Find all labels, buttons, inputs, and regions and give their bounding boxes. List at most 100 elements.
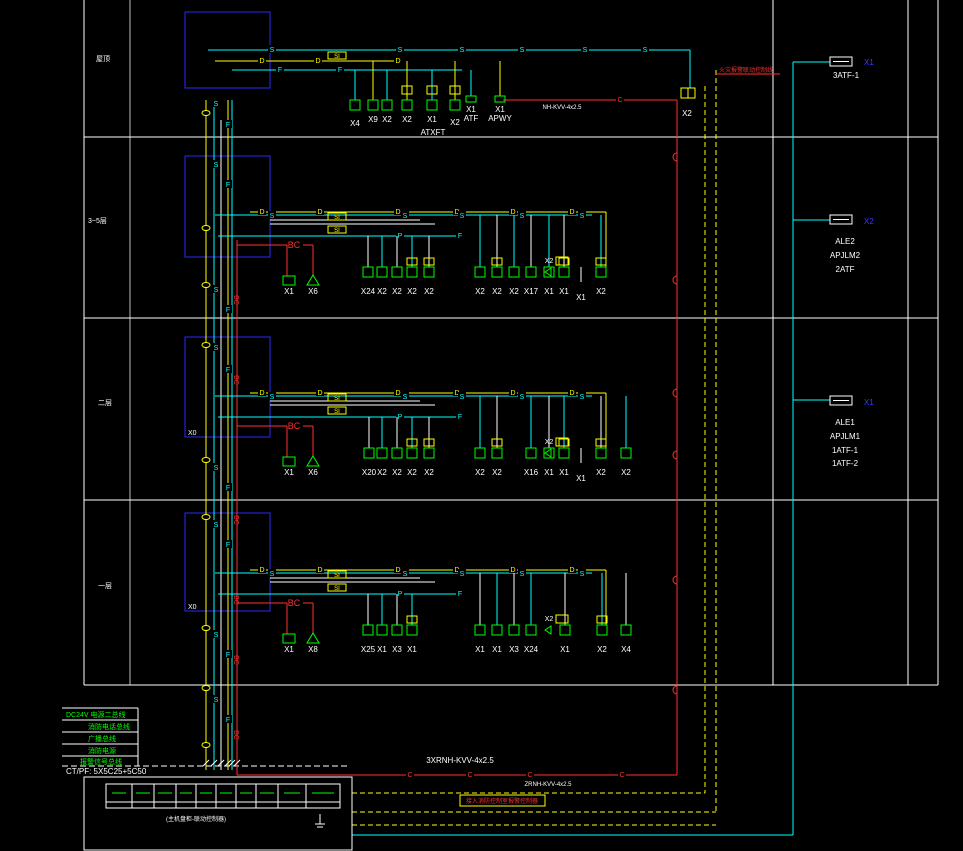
floor3-device-12[interactable] (620, 624, 632, 636)
roof-module-5[interactable] (449, 85, 461, 95)
floor2-module-6[interactable] (423, 438, 435, 447)
roof-device-0[interactable] (349, 99, 361, 111)
floor2-device-10[interactable] (543, 447, 555, 459)
floor2-device-9[interactable] (525, 447, 537, 459)
floor2-module-12[interactable] (595, 438, 607, 447)
floor1-device-label-5: X2 (407, 287, 417, 296)
floor1-module-5[interactable] (406, 257, 418, 266)
roof-device-5[interactable] (449, 99, 461, 111)
floor2-s-mark-3: S (520, 394, 525, 401)
floor3-device-label-5: X1 (407, 645, 417, 654)
floor3-device-4[interactable] (391, 624, 403, 636)
panel-line-1-0: ALE2 (835, 237, 855, 246)
floor3-module-5[interactable] (406, 615, 418, 624)
floor1-device-3[interactable] (376, 266, 388, 278)
riser-f-mark-2: F (226, 307, 230, 314)
floor2-device-5[interactable] (406, 447, 418, 459)
floor3-device-5[interactable] (406, 624, 418, 636)
floor2-s-mark-0: S (270, 394, 275, 401)
floor2-upper-module[interactable] (555, 437, 569, 447)
panel-symbol-ale1[interactable] (829, 395, 853, 406)
floor1-s-mark-1: S (403, 213, 408, 220)
floor3-device-0[interactable] (282, 633, 296, 644)
roof-device-3[interactable] (401, 99, 413, 111)
floor1-device-10[interactable] (525, 266, 537, 278)
floor2-device-7[interactable] (474, 447, 486, 459)
riser-bc-mark-0: BC (232, 295, 239, 305)
floor1-device-9[interactable] (508, 266, 520, 278)
floor3-device-6[interactable] (474, 624, 486, 636)
floor2-device-13[interactable] (620, 447, 632, 459)
floor3-device-10[interactable] (559, 624, 571, 636)
floor3-device-3[interactable] (376, 624, 388, 636)
floor1-device-11[interactable] (543, 266, 555, 278)
floor1-upper-module[interactable] (555, 256, 569, 266)
floor2-device-12[interactable] (595, 447, 607, 459)
roof-device-1[interactable] (367, 99, 379, 111)
floor2-device-6[interactable] (423, 447, 435, 459)
floor2-device-2[interactable] (363, 447, 375, 459)
riser-terminal-2 (201, 282, 211, 288)
floor3-module-11[interactable] (596, 615, 608, 624)
floor2-device-label-4: X2 (392, 468, 402, 477)
floor1-device-12[interactable] (558, 266, 570, 278)
floor2-p-mark: P (398, 414, 403, 421)
floor2-d-mark-2: D (395, 390, 400, 397)
floor1-device-0[interactable] (282, 275, 296, 286)
floor3-device-label-6: X1 (475, 645, 485, 654)
floor3-device-1[interactable] (306, 632, 320, 644)
floor2-module-5[interactable] (406, 438, 418, 447)
floor3-device-11[interactable] (596, 624, 608, 636)
riser-terminal-7 (201, 685, 211, 691)
floor1-module-13[interactable] (595, 257, 607, 266)
floor1-device-2[interactable] (362, 266, 374, 278)
floor3-device-8[interactable] (508, 624, 520, 636)
floor3-device-2[interactable] (362, 624, 374, 636)
floor1-module-6[interactable] (423, 257, 435, 266)
floor3-device-9[interactable] (525, 624, 537, 636)
floor2-s-mark-0-bg (268, 392, 276, 400)
floor3-si-box-a (327, 570, 347, 579)
floor2-device-1[interactable] (306, 455, 320, 467)
floor2-d-mark-0: D (259, 390, 264, 397)
floor3-device-label-1: X8 (308, 645, 318, 654)
roof-s-mark-1: S (398, 47, 403, 54)
roof-module-4[interactable] (426, 85, 438, 95)
floor2-device-label-6: X2 (424, 468, 434, 477)
floor1-device-8[interactable] (491, 266, 503, 278)
floor1-device-label-7: X2 (475, 287, 485, 296)
cable-main-label: 3XRNH-KVV-4x2.5 (426, 756, 494, 765)
floor3-device-7[interactable] (491, 624, 503, 636)
floor1-device-4[interactable] (391, 266, 403, 278)
floor2-device-8[interactable] (491, 447, 503, 459)
floor3-upper-module[interactable] (555, 614, 569, 624)
floor2-module-8[interactable] (491, 438, 503, 447)
floor1-device-6[interactable] (423, 266, 435, 278)
roof-module-3[interactable] (401, 85, 413, 95)
roof-s-mark-3: S (520, 47, 525, 54)
panel-tag-0: X1 (864, 58, 874, 67)
roof-device-label-4: X1 (427, 115, 437, 124)
floor3-s-mark-4-bg (578, 569, 586, 577)
floor2-device-0[interactable] (282, 456, 296, 467)
floor2-device-11[interactable] (558, 447, 570, 459)
floor2-lower-tag: X1 (576, 474, 586, 483)
floor2-device-3[interactable] (376, 447, 388, 459)
roof-device-7[interactable] (494, 95, 506, 103)
fire-alarm-controller[interactable] (83, 776, 353, 851)
floor2-si-label-b: SI (334, 409, 340, 415)
panel-symbol-ale2[interactable] (829, 214, 853, 225)
floor1-device-1[interactable] (306, 274, 320, 286)
panel-symbol-3atf[interactable] (829, 56, 853, 67)
floor1-device-label-1: X6 (308, 287, 318, 296)
floor1-device-7[interactable] (474, 266, 486, 278)
floor2-p-mark-bg (396, 412, 404, 420)
roof-device-4[interactable] (426, 99, 438, 111)
floor1-module-8[interactable] (491, 257, 503, 266)
roof-device-2[interactable] (381, 99, 393, 111)
floor1-device-13[interactable] (595, 266, 607, 278)
roof-device-6[interactable] (465, 95, 477, 103)
floor1-device-5[interactable] (406, 266, 418, 278)
floor2-device-4[interactable] (391, 447, 403, 459)
